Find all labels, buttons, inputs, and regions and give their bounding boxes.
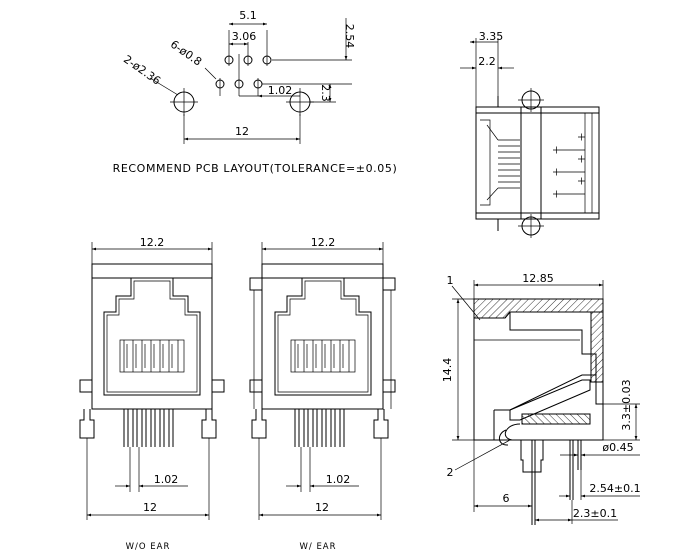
dim-3-3: 3.3±0.03 [620,379,633,430]
dim-12: 12 [143,501,157,514]
dim-12: 12 [235,125,249,138]
dim-d0-45: ø0.45 [602,441,633,454]
pin-markers [553,113,593,213]
contact-fingers [480,119,520,206]
dim-2-2: 2.2 [478,55,496,68]
pins [294,409,345,447]
dim-1-02: 1.02 [268,84,293,97]
pcb-layout-note: RECOMMEND PCB LAYOUT(TOLERANCE=±0.05) [113,162,398,175]
dim-6: 6 [503,492,510,505]
dim-12-2: 12.2 [311,236,336,249]
dim-3-06: 3.06 [232,30,257,43]
dim-2-3: 2.3 [319,84,332,102]
pins [123,409,174,447]
top-view: 3.35 2.2 [460,30,600,238]
dim-12: 12 [315,501,329,514]
front-view-with-ear: 12.2 1.02 12 W/ EAR [249,236,396,552]
dim-12-85: 12.85 [522,272,554,285]
dim-2-54: 2.54 [343,24,356,49]
contacts [119,339,185,373]
pin-holes [215,55,272,89]
dim-5-1: 5.1 [239,9,257,22]
dim-1-02: 1.02 [154,473,179,486]
dim-2-54: 2.54±0.1 [589,482,640,495]
dim-2-d2-36: 2-ø2.36 [121,53,163,88]
dim-1-02: 1.02 [326,473,351,486]
mounting-holes [170,88,314,116]
dim-3-35: 3.35 [479,30,504,43]
dim-6-d0-8: 6-ø0.8 [168,38,204,69]
dim-2-3: 2.3±0.1 [573,507,617,520]
caption-with-ear: W/ EAR [299,542,336,552]
callout-2: 2 [447,466,454,479]
dim-14-4: 14.4 [441,358,454,383]
dim-12-2: 12.2 [140,236,165,249]
pcb-layout: 5.1 3.06 2.54 2.3 1.02 6-ø0.8 2-ø2.36 12… [113,9,398,175]
side-section-view: 12.85 14.4 3.3±0.03 ø0.45 6 2.54±0.1 2.3… [441,272,641,525]
front-view-no-ear: 12.2 1.02 12 W/O EAR [79,236,225,552]
contacts [290,339,356,373]
caption-without-ear: W/O EAR [126,542,171,552]
callout-1: 1 [447,274,454,287]
